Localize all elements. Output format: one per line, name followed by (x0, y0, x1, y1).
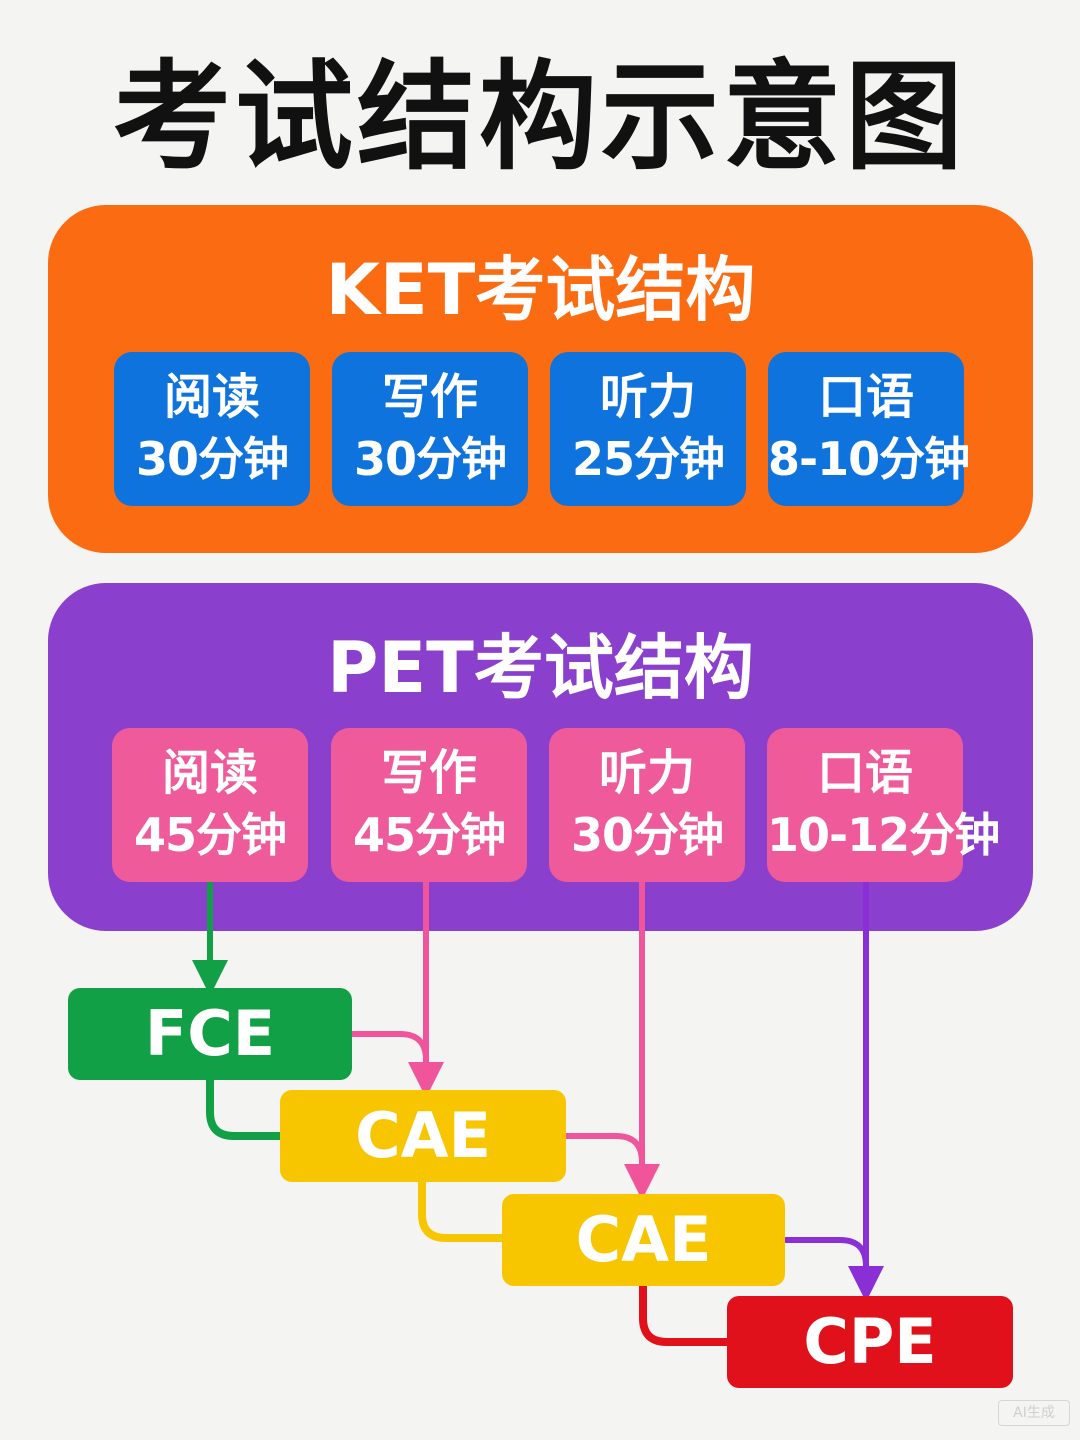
ket-card-writing: 写作 30分钟 (332, 352, 528, 506)
pet-card-time: 45分钟 (352, 808, 506, 862)
watermark: AI生成 (998, 1400, 1070, 1426)
page-title: 考试结构示意图 (112, 48, 967, 186)
arrow-purple (785, 1237, 869, 1267)
pet-card-listening: 听力 30分钟 (549, 728, 745, 882)
ket-panel-title: KET考试结构 (325, 249, 756, 331)
level-box-cae-2: CAE (502, 1194, 785, 1286)
pet-card-writing: 写作 45分钟 (331, 728, 527, 882)
ket-card-name: 写作 (381, 369, 478, 425)
ket-card-name: 听力 (599, 369, 696, 425)
ket-card-time: 25分钟 (571, 432, 725, 486)
level-box-cpe: CPE (727, 1296, 1013, 1388)
level-box-cae-1: CAE (280, 1090, 566, 1182)
pet-card-time: 45分钟 (133, 808, 287, 862)
level-box-fce: FCE (68, 988, 352, 1080)
connector-green (206, 1080, 282, 1140)
ket-card-time: 30分钟 (353, 432, 507, 486)
ket-panel: KET考试结构 阅读 30分钟 写作 30分钟 听力 25分钟 口语 8-10分… (48, 205, 1033, 553)
connector-red (639, 1286, 728, 1346)
pet-card-name: 阅读 (161, 745, 258, 801)
ket-card-reading: 阅读 30分钟 (114, 352, 310, 506)
pet-card-time: 30分钟 (570, 808, 724, 862)
ket-card-name: 口语 (817, 369, 914, 425)
ket-card-time: 8-10分钟 (768, 432, 970, 486)
level-label: CAE (355, 1099, 491, 1172)
pet-panel-title: PET考试结构 (327, 627, 754, 709)
pet-card-name: 口语 (816, 745, 913, 801)
pet-card-speaking: 口语 10-12分钟 (767, 728, 1000, 882)
arrow-pink (352, 1031, 429, 1061)
ket-card-name: 阅读 (163, 369, 260, 425)
ket-card-time: 30分钟 (135, 432, 289, 486)
arrow-pink (566, 1133, 645, 1163)
pet-card-time: 10-12分钟 (767, 808, 1000, 862)
level-label: CPE (803, 1305, 937, 1378)
ket-card-speaking: 口语 8-10分钟 (768, 352, 970, 506)
pet-card-reading: 阅读 45分钟 (112, 728, 308, 882)
pet-card-name: 写作 (380, 745, 477, 801)
level-label: FCE (144, 997, 276, 1070)
connector-yellow (418, 1182, 504, 1242)
pet-panel: PET考试结构 阅读 45分钟 写作 45分钟 听力 30分钟 口语 10-12… (48, 583, 1033, 931)
pet-card-name: 听力 (598, 745, 695, 801)
level-label: CAE (575, 1203, 712, 1276)
ket-card-listening: 听力 25分钟 (550, 352, 746, 506)
